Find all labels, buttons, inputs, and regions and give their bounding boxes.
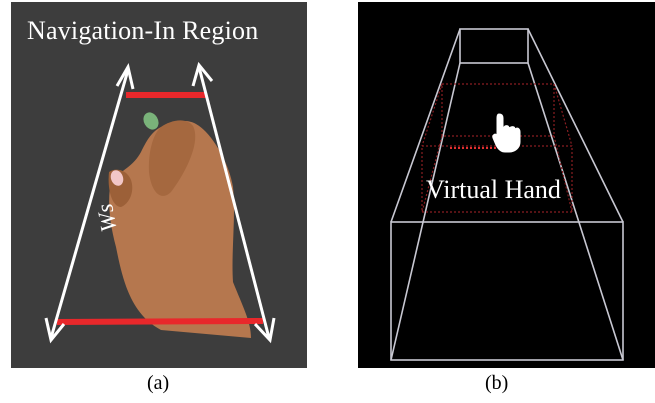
panel-a: Navigation-In Region Ws [11, 2, 307, 368]
left-double-arrow [44, 62, 135, 344]
hand-photo [108, 112, 251, 338]
panel-a-drawing [44, 61, 276, 344]
panel-a-title: Navigation-In Region [27, 16, 259, 45]
hand-pointer-icon [492, 113, 521, 153]
ws-label: Ws [92, 201, 122, 234]
virtual-hand-label: Virtual Hand [426, 175, 561, 204]
panel-b-drawing [390, 28, 624, 361]
panel-b: Virtual Hand [358, 2, 655, 368]
caption-a: (a) [147, 372, 170, 394]
right-double-arrow [191, 61, 276, 344]
bottom-boundary-bar [56, 318, 264, 325]
frustum-wireframe [390, 28, 624, 361]
caption-b: (b) [485, 372, 509, 394]
